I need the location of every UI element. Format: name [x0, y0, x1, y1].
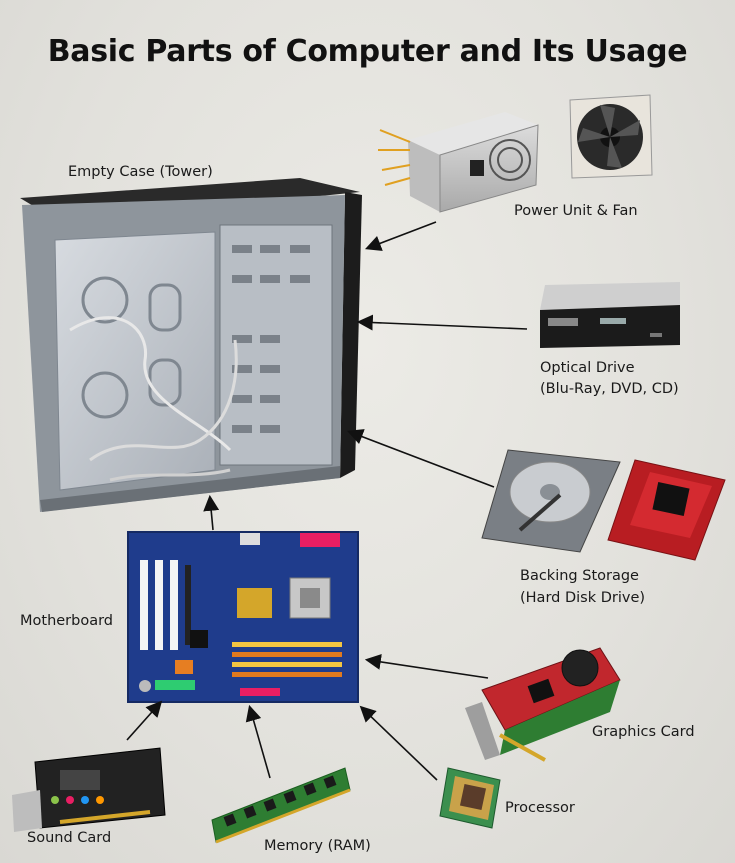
arrow-sound-to-motherboard	[126, 700, 163, 741]
fan-image	[569, 94, 653, 179]
hard-disk-image	[481, 449, 621, 553]
arrow-graphics-to-motherboard	[364, 653, 489, 679]
empty-case-label: Empty Case (Tower)	[68, 164, 213, 180]
page-title: Basic Parts of Computer and Its Usage	[47, 34, 688, 69]
optical-drive-label-2: (Blu-Ray, DVD, CD)	[540, 381, 679, 397]
ssd-image	[607, 459, 726, 561]
sound-card-label: Sound Card	[27, 830, 111, 846]
storage-label-2: (Hard Disk Drive)	[520, 590, 645, 606]
power-unit-label: Power Unit & Fan	[514, 203, 638, 219]
sound-card-image	[12, 747, 166, 832]
empty-case-image	[20, 178, 362, 512]
storage-label-1: Backing Storage	[520, 568, 639, 584]
arrow-optical-to-case	[356, 314, 528, 331]
power-unit-image	[378, 112, 539, 213]
arrow-storage-to-case	[347, 429, 495, 488]
motherboard-image	[127, 531, 359, 703]
motherboard-label: Motherboard	[20, 613, 113, 629]
processor-label: Processor	[505, 800, 575, 816]
arrow-power-to-case	[365, 221, 437, 251]
optical-drive-image	[540, 282, 680, 348]
memory-image	[211, 767, 351, 844]
arrow-motherboard-to-case	[203, 494, 220, 531]
optical-drive-label-1: Optical Drive	[540, 360, 635, 376]
processor-image	[439, 767, 501, 829]
memory-label: Memory (RAM)	[264, 838, 371, 854]
graphics-card-label: Graphics Card	[592, 724, 695, 740]
graphics-card-image	[465, 647, 621, 762]
arrow-memory-to-motherboard	[245, 704, 271, 779]
arrow-processor-to-motherboard	[359, 705, 438, 781]
